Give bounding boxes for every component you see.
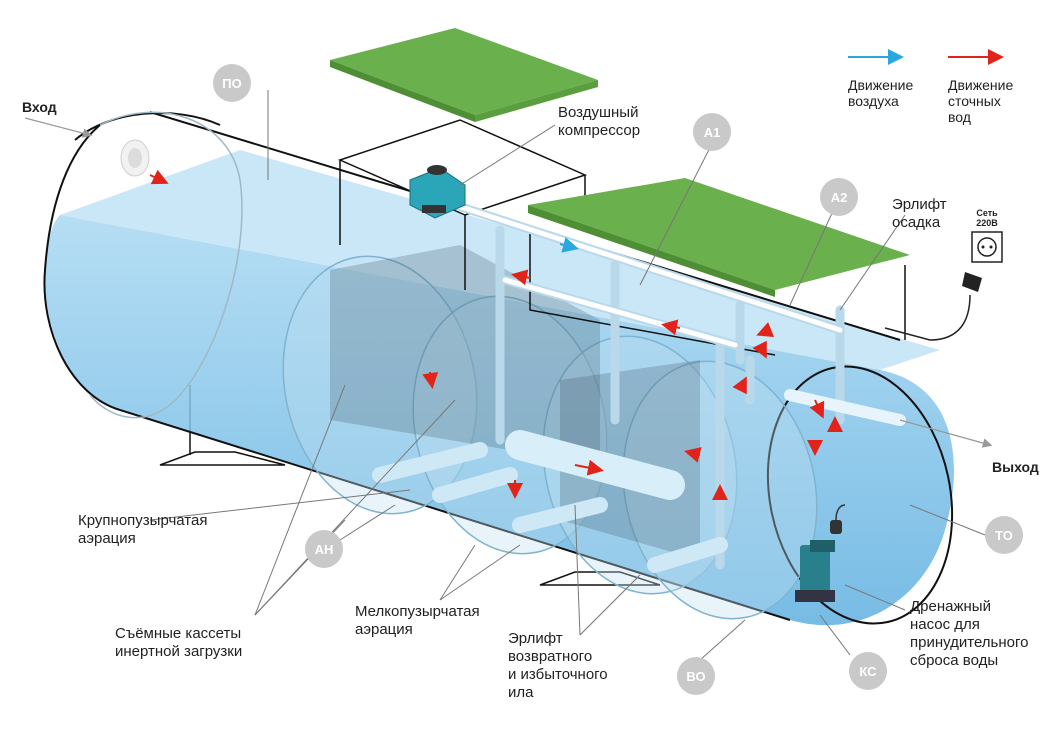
- badge-an: АН: [305, 530, 343, 568]
- front-end-cap: [89, 111, 243, 419]
- socket-label: Сеть 220В: [976, 208, 998, 228]
- outlet-label: Выход: [992, 459, 1039, 475]
- badge-a1: А1: [693, 113, 731, 151]
- lid-left: [330, 28, 598, 115]
- leader-lines: [149, 90, 986, 661]
- lid-right: [528, 178, 910, 290]
- badge-vo: ВО: [677, 657, 715, 695]
- badge-ks: КС: [849, 652, 887, 690]
- legend-air-label: Движение воздуха: [848, 77, 914, 109]
- outlet-arrow: [899, 419, 993, 448]
- drain-pump-label: Дренажный насос для принудительного сбро…: [910, 598, 1029, 669]
- power-socket: [962, 231, 1003, 292]
- power-cable: [884, 294, 971, 341]
- drain-pump: [795, 520, 842, 602]
- compressor-label: Воздушный компрессор: [558, 104, 641, 139]
- badge-to: ТО: [985, 516, 1023, 554]
- cassettes-label: Съёмные кассеты инертной загрузки: [115, 625, 243, 660]
- lid-right-housing: [529, 225, 906, 356]
- air-flow-arrows: [559, 237, 579, 253]
- inlet-arrow: [24, 117, 93, 138]
- badge-a2: А2: [820, 178, 858, 216]
- fine-aeration-label: Мелкопузырчатая аэрация: [355, 603, 480, 638]
- outlet-pipe: [784, 389, 906, 426]
- legend-water-label: Движение сточных вод: [948, 77, 1014, 125]
- compressor: [409, 165, 466, 219]
- water-flow-arrows: [149, 169, 843, 500]
- aeration-pipes: [372, 442, 728, 573]
- inlet-label: Вход: [22, 99, 57, 115]
- return-airlift-label: Эрлифт возвратного и избыточного ила: [508, 630, 608, 701]
- coarse-aeration-label: Крупнопузырчатая аэрация: [78, 512, 208, 547]
- sludge-airlift-label: Эрлифт осадка: [892, 196, 947, 231]
- pump-cable: [835, 504, 846, 521]
- badge-po: ПО: [213, 64, 251, 102]
